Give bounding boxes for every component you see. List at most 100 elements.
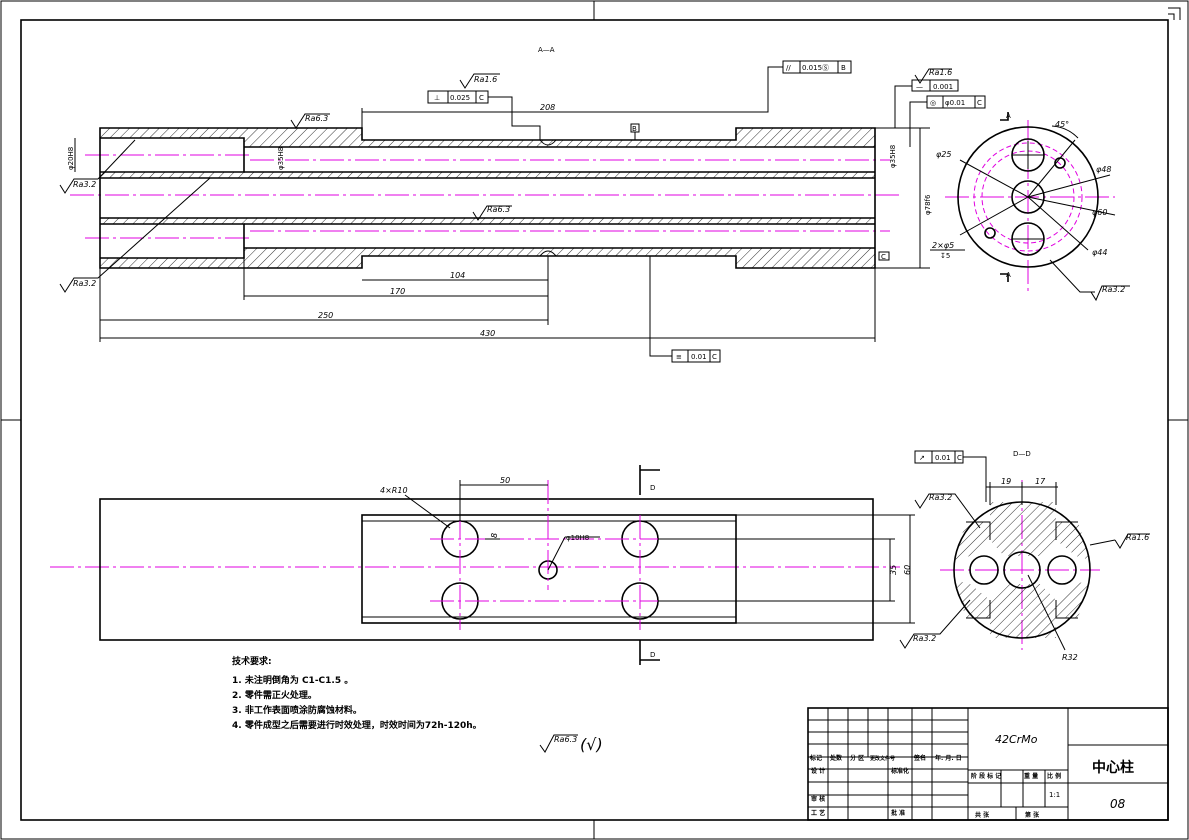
tolerance-symmetry: ≡ 0.01 C xyxy=(649,256,721,363)
roughness-ra63-mid: Ra6.3 xyxy=(472,205,512,221)
dimension-phi78: φ78f6 xyxy=(875,127,932,269)
title-block: 标记 处数 分 区 更改文件号 签名 年. 月. 日 设 计 标准化 审 核 工… xyxy=(807,707,1169,821)
svg-text:4×R10: 4×R10 xyxy=(380,486,408,495)
svg-text:170: 170 xyxy=(390,287,405,296)
note-2: 2. 零件需正火处理。 xyxy=(232,689,317,701)
svg-text:Ra6.3: Ra6.3 xyxy=(305,114,328,123)
svg-text:分 区: 分 区 xyxy=(850,754,864,762)
datum-b-marker: B xyxy=(630,123,640,140)
section-dd: D—D 19 17 ↗ 0.01 C Ra3.2 Ra1.6 Ra3.2 xyxy=(899,450,1150,662)
svg-text:Ra1.6: Ra1.6 xyxy=(1126,533,1149,542)
svg-text:工 艺: 工 艺 xyxy=(811,809,825,817)
top-view: D D 50 4×R10 8 φ10H8 35 60 xyxy=(50,465,915,665)
svg-text:C: C xyxy=(479,94,484,102)
svg-text:B: B xyxy=(841,64,846,72)
svg-text:Ra1.6: Ra1.6 xyxy=(929,68,952,77)
svg-text:φ48: φ48 xyxy=(1096,165,1111,174)
svg-text:φ25: φ25 xyxy=(936,150,951,159)
svg-text:D—D: D—D xyxy=(1013,450,1031,458)
svg-text:φ0.01: φ0.01 xyxy=(945,99,965,107)
section-aa-label: A—A xyxy=(538,46,555,54)
svg-text:50: 50 xyxy=(500,476,510,485)
svg-text:↧5: ↧5 xyxy=(940,252,950,260)
svg-text:A: A xyxy=(1006,112,1011,120)
tolerance-parallelism: // 0.015Ⓢ B xyxy=(736,60,852,113)
svg-text:208: 208 xyxy=(540,103,555,112)
note-3: 3. 非工作表面喷涂防腐蚀材料。 xyxy=(232,704,362,716)
svg-text:—: — xyxy=(916,83,923,91)
dimension-104: 104 xyxy=(362,256,549,325)
svg-text:0.015Ⓢ: 0.015Ⓢ xyxy=(802,64,829,72)
dimension-phi20: φ20H8 xyxy=(67,138,76,172)
tolerance-flatness: Ra1.6 — 0.001 ◎ φ0.01 C xyxy=(894,68,986,147)
svg-text:签名: 签名 xyxy=(913,754,926,762)
svg-text:A: A xyxy=(1006,271,1011,279)
svg-text:标准化: 标准化 xyxy=(890,767,909,775)
svg-text:R32: R32 xyxy=(1062,653,1078,662)
roughness-ra63-top: Ra6.3 xyxy=(290,113,330,129)
svg-text:Ra3.2: Ra3.2 xyxy=(913,634,936,643)
shaft-section xyxy=(99,127,876,269)
end-view: A A 45° φ25 φ48 φ60 φ44 2×φ5 ↧5 Ra3.2 xyxy=(930,112,1130,302)
hatching xyxy=(100,128,875,268)
part-name: 中心柱 xyxy=(1092,759,1134,776)
note-4: 4. 零件成型之后需要进行时效处理，时效时间为72h-120h。 xyxy=(232,719,482,731)
svg-text:60: 60 xyxy=(903,565,912,575)
general-roughness-suffix: (√) xyxy=(580,735,603,754)
svg-text:C: C xyxy=(712,353,717,361)
svg-text:D: D xyxy=(650,484,655,492)
svg-text:104: 104 xyxy=(450,271,465,280)
svg-text:Ra6.3: Ra6.3 xyxy=(487,205,510,214)
note-1: 1. 未注明倒角为 C1-C1.5 。 xyxy=(232,674,353,686)
svg-text:φ10H8: φ10H8 xyxy=(566,534,589,542)
svg-text:φ60: φ60 xyxy=(1092,208,1107,217)
svg-text:19: 19 xyxy=(1001,477,1011,486)
roughness-ra32-left2: Ra3.2 xyxy=(59,177,211,293)
dimension-208: 208 xyxy=(361,103,736,140)
svg-text:C: C xyxy=(881,253,886,261)
svg-text:17: 17 xyxy=(1035,477,1046,486)
svg-text:0.001: 0.001 xyxy=(933,83,953,91)
svg-text:第 张: 第 张 xyxy=(1024,811,1040,819)
svg-text:45°: 45° xyxy=(1055,120,1069,129)
svg-text://: // xyxy=(786,64,791,72)
svg-text:Ra1.6: Ra1.6 xyxy=(474,75,497,84)
dimension-430: 430 xyxy=(99,268,876,342)
dimension-250: 250 xyxy=(100,311,548,321)
svg-text:审 核: 审 核 xyxy=(811,795,825,803)
svg-text:35: 35 xyxy=(889,565,898,575)
tolerance-perpendicularity: ⊥ 0.025 C xyxy=(427,90,541,140)
svg-text:标记: 标记 xyxy=(809,754,822,762)
material: 42CrMo xyxy=(995,733,1038,746)
svg-text:D: D xyxy=(650,651,655,659)
svg-text:8: 8 xyxy=(490,533,499,538)
roughness-ra32-left1: Ra3.2 xyxy=(59,139,136,194)
svg-text:◎: ◎ xyxy=(930,99,936,107)
svg-text:设 计: 设 计 xyxy=(811,767,825,775)
svg-text:C: C xyxy=(957,454,962,462)
svg-text:0.01: 0.01 xyxy=(935,454,951,462)
svg-text:φ78f6: φ78f6 xyxy=(924,194,932,215)
svg-text:0.01: 0.01 xyxy=(691,353,707,361)
svg-text:2×φ5: 2×φ5 xyxy=(932,241,954,250)
svg-text:250: 250 xyxy=(318,311,333,320)
svg-text:B: B xyxy=(632,125,637,133)
svg-text:批 准: 批 准 xyxy=(891,809,905,817)
svg-text:比 例: 比 例 xyxy=(1047,772,1061,780)
svg-text:更改文件号: 更改文件号 xyxy=(870,755,895,762)
svg-text:共 张: 共 张 xyxy=(975,811,990,819)
dimension-170: 170 xyxy=(243,258,548,300)
svg-text:≡: ≡ xyxy=(676,353,682,361)
svg-text:430: 430 xyxy=(480,329,495,338)
general-roughness: Ra6.3 xyxy=(554,735,577,744)
svg-text:φ44: φ44 xyxy=(1092,248,1107,257)
svg-text:φ20H8: φ20H8 xyxy=(67,147,75,170)
technical-requirements: 技术要求: 1. 未注明倒角为 C1-C1.5 。 2. 零件需正火处理。 3.… xyxy=(232,655,603,754)
svg-text:0.025: 0.025 xyxy=(450,94,470,102)
notes-title: 技术要求: xyxy=(232,655,272,667)
svg-text:1:1: 1:1 xyxy=(1049,791,1060,799)
svg-text:Ra3.2: Ra3.2 xyxy=(73,180,96,189)
svg-text:φ35H8: φ35H8 xyxy=(277,147,285,170)
